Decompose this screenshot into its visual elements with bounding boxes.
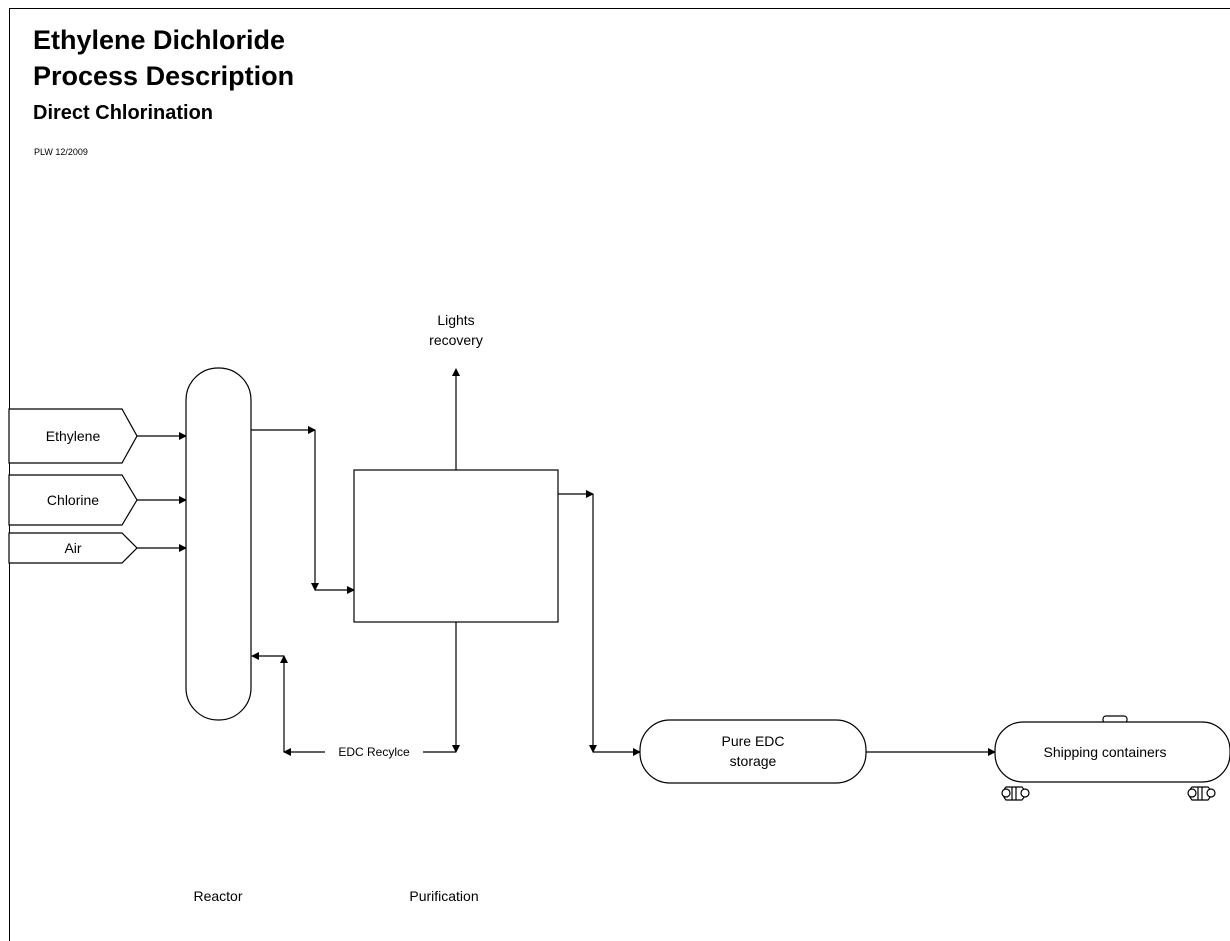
page-title-line1: Ethylene Dichloride xyxy=(33,25,286,55)
input-label-ethylene: Ethylene xyxy=(46,428,101,444)
input-label-chlorine: Chlorine xyxy=(47,492,99,508)
tank-car-wheels-right xyxy=(1187,786,1216,801)
reactor-column xyxy=(185,367,252,721)
page-title-line2: Process Description xyxy=(33,61,295,91)
storage-label-line1: Pure EDC xyxy=(721,733,784,749)
tank-car-body xyxy=(994,721,1230,783)
section-label-purification: Purification xyxy=(409,888,478,904)
input-tag-air: Air xyxy=(8,532,138,564)
input-label-air: Air xyxy=(64,540,81,556)
edc-recycle-label: EDC Recylce xyxy=(338,745,410,759)
storage-label-line2: storage xyxy=(730,753,777,769)
author-date: PLW 12/2009 xyxy=(34,147,88,157)
input-tag-chlorine: Chlorine xyxy=(8,474,138,526)
lights-recovery-label-line2: recovery xyxy=(429,332,483,348)
pure-edc-storage-tank xyxy=(639,719,867,784)
tank-car-wheels-left xyxy=(1001,786,1030,801)
shipping-label: Shipping containers xyxy=(1044,744,1167,760)
section-label-reactor: Reactor xyxy=(193,888,242,904)
purification-unit xyxy=(353,469,559,623)
lights-recovery-label-line1: Lights xyxy=(437,312,474,328)
page-subtitle: Direct Chlorination xyxy=(33,102,214,124)
shipping-container: Shipping containers xyxy=(994,715,1230,801)
input-tag-ethylene: Ethylene xyxy=(8,408,138,464)
